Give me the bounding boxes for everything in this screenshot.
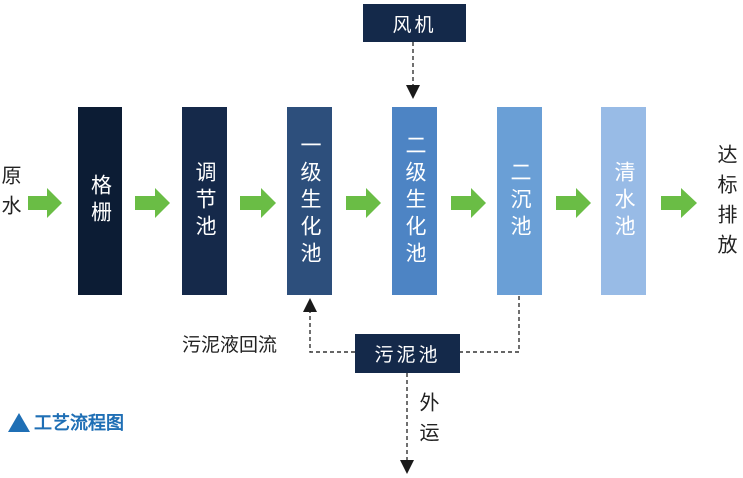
stage-box-grating: 格栅 xyxy=(78,107,122,295)
source-water-label: 原水 xyxy=(0,165,22,225)
triangle-icon xyxy=(8,412,30,432)
stage-box-clear-water-tank: 清水池 xyxy=(601,107,646,295)
flow-arrow-clearwater-to-discharge xyxy=(661,188,697,218)
legend-title: 工艺流程图 xyxy=(34,413,124,434)
stage-label-grating: 格栅 xyxy=(88,174,113,228)
stage-label-regulating-tank: 调节池 xyxy=(193,160,217,242)
stage-box-secondary-bio-tank: 二级生化池 xyxy=(392,107,437,295)
stage-box-primary-bio-tank: 一级生化池 xyxy=(287,107,332,295)
blower-box: 风机 xyxy=(363,4,466,42)
sludge-return-label: 污泥液回流 xyxy=(182,334,278,356)
stage-label-secondary-clarifier: 二沉池 xyxy=(508,160,532,242)
sludge-return-line xyxy=(303,298,355,353)
sludge-out-label: 外运 xyxy=(416,392,440,452)
stage-label-primary-bio-tank: 一级生化池 xyxy=(298,133,322,269)
flow-arrow-source-to-grating xyxy=(28,188,62,218)
flow-arrow-clarifier-to-clearwater xyxy=(556,188,591,218)
flow-arrow-bio1-to-bio2 xyxy=(346,188,381,218)
discharge-label: 达标排放 xyxy=(714,144,738,264)
sludge-tank-label: 污泥池 xyxy=(374,344,441,366)
flow-arrow-regulating-to-bio1 xyxy=(240,188,276,218)
flow-arrow-grating-to-regulating xyxy=(135,188,170,218)
stage-box-secondary-clarifier: 二沉池 xyxy=(497,107,542,295)
blower-label: 风机 xyxy=(392,13,437,36)
stage-label-secondary-bio-tank: 二级生化池 xyxy=(403,133,427,269)
stage-label-clear-water-tank: 清水池 xyxy=(612,160,636,242)
flow-arrow-bio2-to-clarifier xyxy=(451,188,486,218)
clarifier-to-sludge-line xyxy=(460,296,520,353)
legend: 工艺流程图 xyxy=(8,410,124,434)
sludge-tank-box: 污泥池 xyxy=(355,334,460,373)
stage-box-regulating-tank: 调节池 xyxy=(182,107,227,295)
